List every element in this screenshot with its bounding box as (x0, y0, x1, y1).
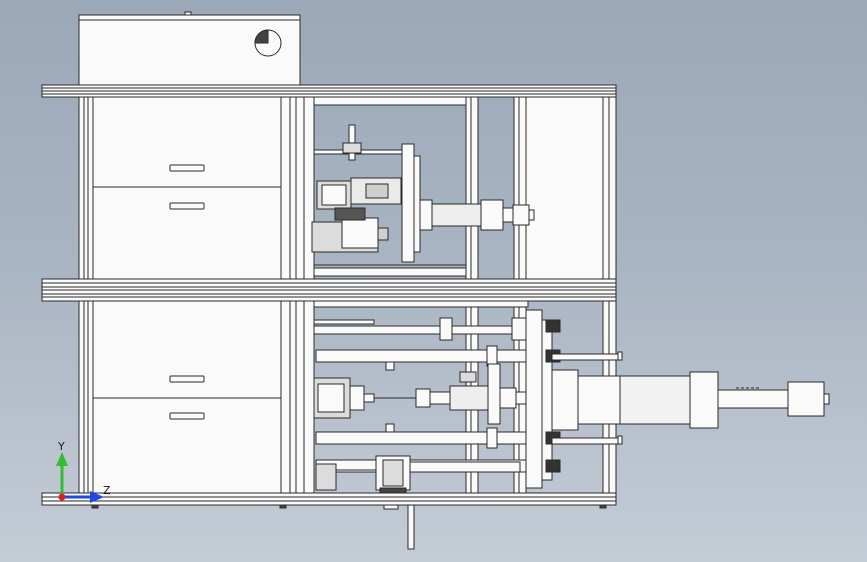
frame-rail-top (41, 84, 617, 98)
bottom-bracket (91, 504, 607, 550)
orientation-triad (56, 452, 104, 503)
frame-rail-bottom (41, 492, 617, 506)
triad-y-label: Y (58, 440, 65, 453)
lower-mechanism (313, 300, 529, 494)
frame-rail-middle (41, 278, 617, 302)
y-axis-arrow (56, 452, 68, 466)
triad-z-label: Z (103, 484, 111, 497)
top-cabinet (78, 11, 301, 86)
main-actuator (525, 309, 830, 489)
drawer-stack-upper (92, 96, 282, 280)
x-axis-dot (58, 493, 66, 501)
drawer-stack-lower (92, 300, 282, 494)
upper-mechanism (311, 96, 604, 280)
z-axis-arrow (90, 491, 104, 503)
